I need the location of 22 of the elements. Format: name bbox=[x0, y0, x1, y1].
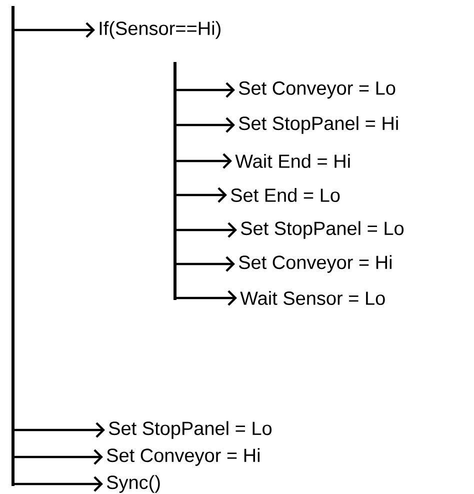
step-text: Set StopPanel = Lo bbox=[240, 221, 404, 239]
arrow bbox=[13, 449, 103, 465]
step-text: If(Sensor==Hi) bbox=[100, 21, 220, 39]
arrow bbox=[175, 117, 235, 133]
arrow bbox=[13, 422, 105, 438]
arrow bbox=[175, 222, 237, 238]
step-text: Set StopPanel = Hi bbox=[238, 116, 398, 134]
arrow bbox=[13, 22, 95, 38]
arrow bbox=[13, 476, 103, 492]
step-text: Wait Sensor = Lo bbox=[240, 291, 385, 305]
step-text: Set Conveyor = Hi bbox=[238, 255, 392, 273]
step-text: Set End = Lo bbox=[230, 188, 340, 202]
step-text: Set Conveyor = Hi bbox=[106, 448, 260, 466]
arrow bbox=[175, 256, 235, 272]
arrow bbox=[175, 290, 237, 306]
arrow bbox=[175, 153, 232, 169]
arrow bbox=[175, 187, 227, 203]
step-text: Wait End = Hi bbox=[235, 154, 350, 168]
step-text: Set Conveyor = Lo bbox=[238, 81, 396, 99]
step-text: Sync() bbox=[106, 475, 160, 493]
step-text: Set StopPanel = Lo bbox=[108, 421, 272, 439]
arrow bbox=[175, 82, 235, 98]
